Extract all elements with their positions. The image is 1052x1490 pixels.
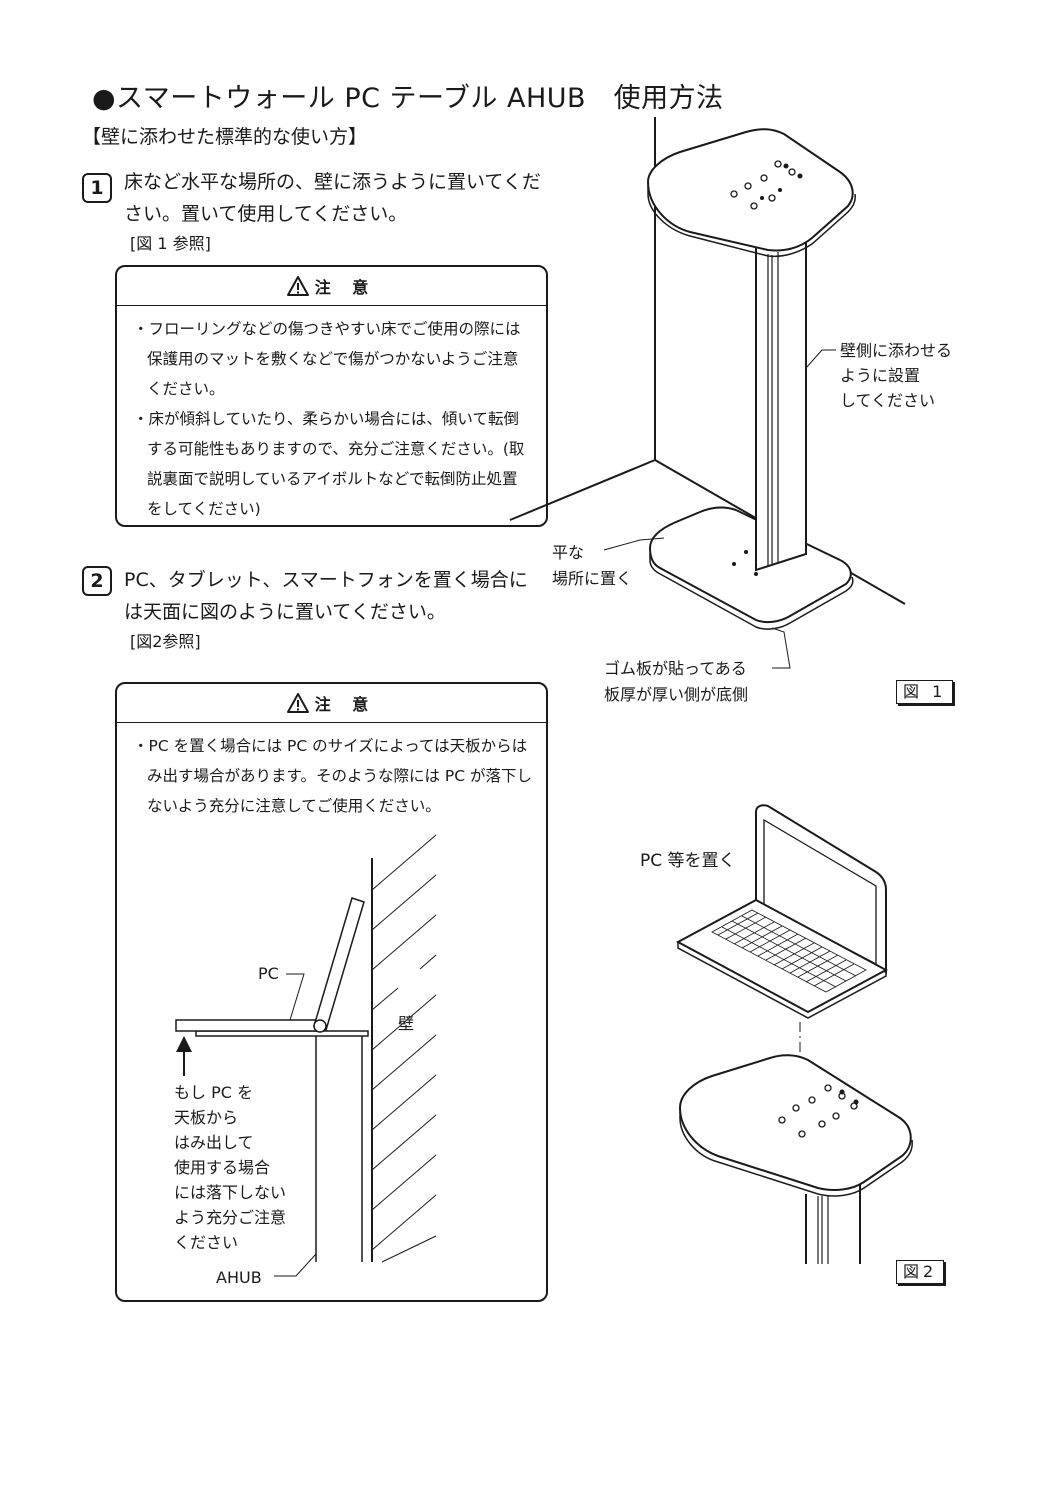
- section-subtitle: 【壁に添わせた標準的な使い方】: [82, 126, 368, 148]
- caution-box-1: 注 意 ・フローリングなどの傷つきやすい床でご使用の際には保護用のマットを敷くな…: [115, 265, 548, 527]
- figure-1-label: 図 1: [896, 680, 954, 704]
- caution-header: 注 意: [117, 267, 546, 306]
- step-2-number: 2: [82, 566, 112, 596]
- step-1-text: 床など水平な場所の、壁に添うように置いてください。置いて使用してください。: [124, 171, 541, 225]
- ahub-label: AHUB: [216, 1268, 262, 1287]
- rubber-plate-note: ゴム板が貼ってある 板厚が厚い側が底側: [604, 659, 749, 704]
- step-1-number: 1: [82, 173, 112, 203]
- pc-place-label: PC 等を置く: [640, 851, 736, 871]
- caution-item: ・床が傾斜していたり、柔らかい場合には、傾いて転倒する可能性もありますので、充分…: [133, 410, 525, 518]
- caution-heading: 注 意: [314, 278, 377, 297]
- step-2-reference: [図2参照]: [130, 632, 201, 651]
- warning-triangle-icon: [286, 276, 309, 296]
- caution-heading: 注 意: [314, 695, 377, 714]
- wall-label: 壁: [398, 1014, 415, 1033]
- wall-side-instruction: 壁側に添わせる ように設置 してください: [840, 341, 953, 410]
- caution-item: ・フローリングなどの傷つきやすい床でご使用の際には保護用のマットを敷くなどで傷が…: [133, 320, 521, 398]
- step-2-text: PC、タブレット、スマートフォンを置く場合には天面に図のように置いてください。: [124, 569, 528, 623]
- caution-item: ・PC を置く場合には PC のサイズによっては天板からはみ出す場合があります。…: [133, 737, 532, 815]
- figure-2-label: 図2: [896, 1260, 945, 1284]
- flat-place-instruction: 平な 場所に置く: [552, 543, 633, 588]
- page-title: ●スマートウォール PC テーブル AHUB 使用方法: [92, 83, 724, 114]
- overhang-warning: もし PC を 天板から はみ出して 使用する場合 には落下しない よう充分ご注…: [174, 1083, 287, 1252]
- step-1-reference: [図 1 参照]: [130, 234, 211, 253]
- warning-triangle-icon: [286, 693, 309, 713]
- pc-label: PC: [258, 964, 279, 983]
- caution-header: 注 意: [117, 684, 546, 723]
